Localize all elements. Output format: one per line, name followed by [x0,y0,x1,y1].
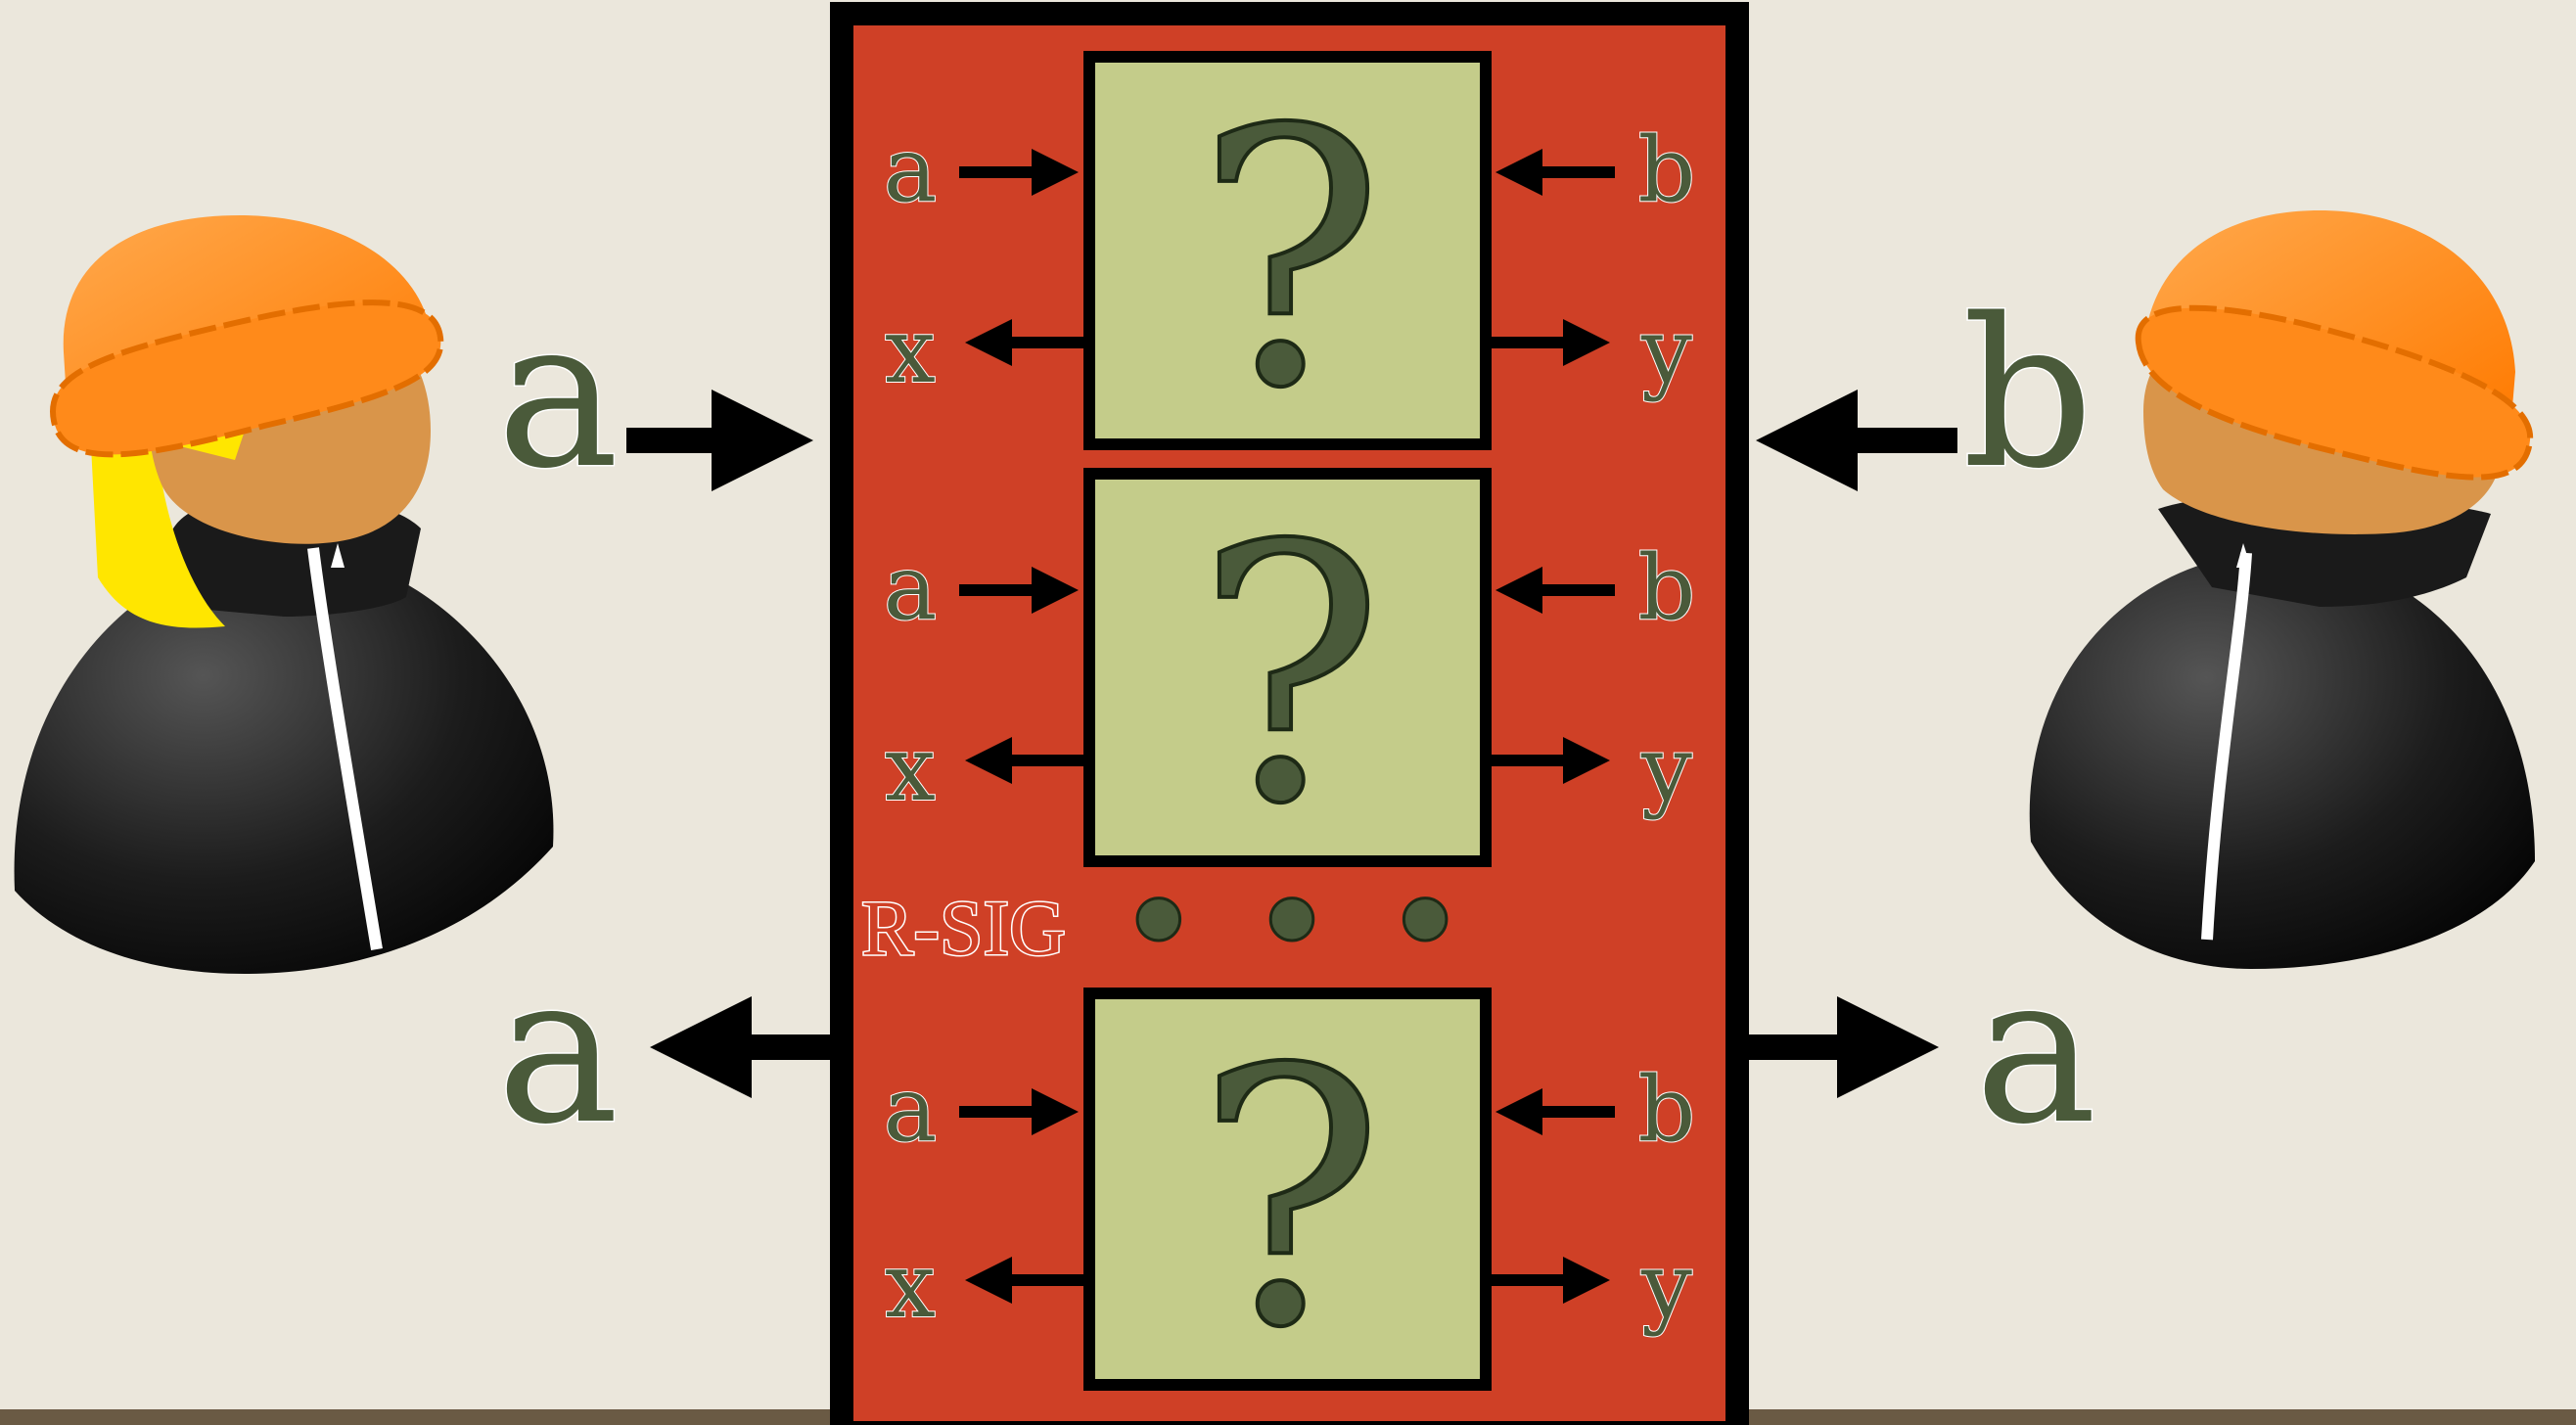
person-right-icon [2029,210,2535,969]
gadget-symbol: ? [1195,994,1384,1404]
gadget-box: ? a b x y [883,988,1696,1406]
gadget-in-right-label: b [1638,117,1696,222]
person-left-icon [14,215,554,974]
rsig-label: R-SIG [861,886,1066,972]
gadget-out-right-label: y [1640,716,1692,821]
outer-right-in-label: b [1962,274,2093,514]
gadget-out-right-label: y [1640,299,1692,403]
gadget-list: ? a b x y ? a b x y ? [883,51,1696,1406]
gadget-out-right-label: y [1640,1233,1692,1338]
outer-right-out-label: a [1974,930,2096,1170]
gadget-in-left-label: a [884,535,938,640]
gadget-box: ? a b x y [883,51,1696,467]
continuation-dots: • • • [1116,839,1469,1009]
gadget-out-left-label: x [885,1233,936,1338]
gadget-in-left-label: a [884,1057,938,1162]
outer-arrows [626,390,1957,1098]
gadget-in-right-label: b [1638,1057,1696,1162]
gadget-out-left-label: x [885,716,936,821]
gadget-symbol: ? [1195,471,1384,881]
gadget-in-left-label: a [884,117,938,222]
outer-left-in-label: a [496,274,619,514]
gadget-out-left-label: x [885,299,936,403]
gadget-square [1083,51,1492,450]
gadget-square [1083,468,1492,867]
outer-left-out-label: a [496,930,619,1170]
gadget-symbol: ? [1195,55,1384,465]
gadget-box: ? a b x y [883,468,1696,883]
gadget-square [1083,988,1492,1391]
gadget-in-right-label: b [1638,535,1696,640]
